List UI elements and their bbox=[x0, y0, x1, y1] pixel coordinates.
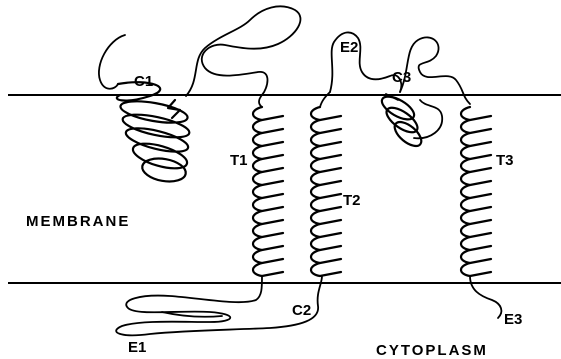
t3-coil bbox=[461, 107, 491, 276]
c3-coil-3 bbox=[391, 118, 426, 151]
label-c2: C2 bbox=[292, 302, 311, 319]
c1-coil-3 bbox=[121, 110, 191, 142]
c1-coil-6 bbox=[140, 155, 187, 184]
label-t2: T2 bbox=[343, 192, 361, 209]
label-e1: E1 bbox=[128, 339, 146, 356]
label-t3: T3 bbox=[496, 152, 514, 169]
label-cytoplasm: CYTOPLASM bbox=[376, 342, 488, 359]
label-c3: C3 bbox=[392, 69, 411, 86]
c1-loop-right bbox=[186, 6, 300, 96]
c1-loop-left bbox=[99, 35, 125, 89]
label-membrane: MEMBRANE bbox=[26, 213, 130, 230]
label-c1: C1 bbox=[134, 73, 153, 90]
c3-coil-2 bbox=[383, 103, 422, 137]
t1-helix bbox=[253, 95, 283, 276]
label-e2: E2 bbox=[340, 39, 358, 56]
t1-coil bbox=[253, 107, 283, 276]
t3-helix bbox=[461, 107, 491, 276]
label-t1: T1 bbox=[230, 152, 248, 169]
t2-coil bbox=[311, 107, 341, 276]
t2-helix bbox=[311, 92, 341, 276]
label-e3: E3 bbox=[504, 311, 522, 328]
t1-entry bbox=[259, 95, 262, 107]
c1-zigzag bbox=[168, 100, 180, 118]
c1-coil-5 bbox=[130, 139, 189, 174]
c3-helix bbox=[378, 37, 470, 150]
